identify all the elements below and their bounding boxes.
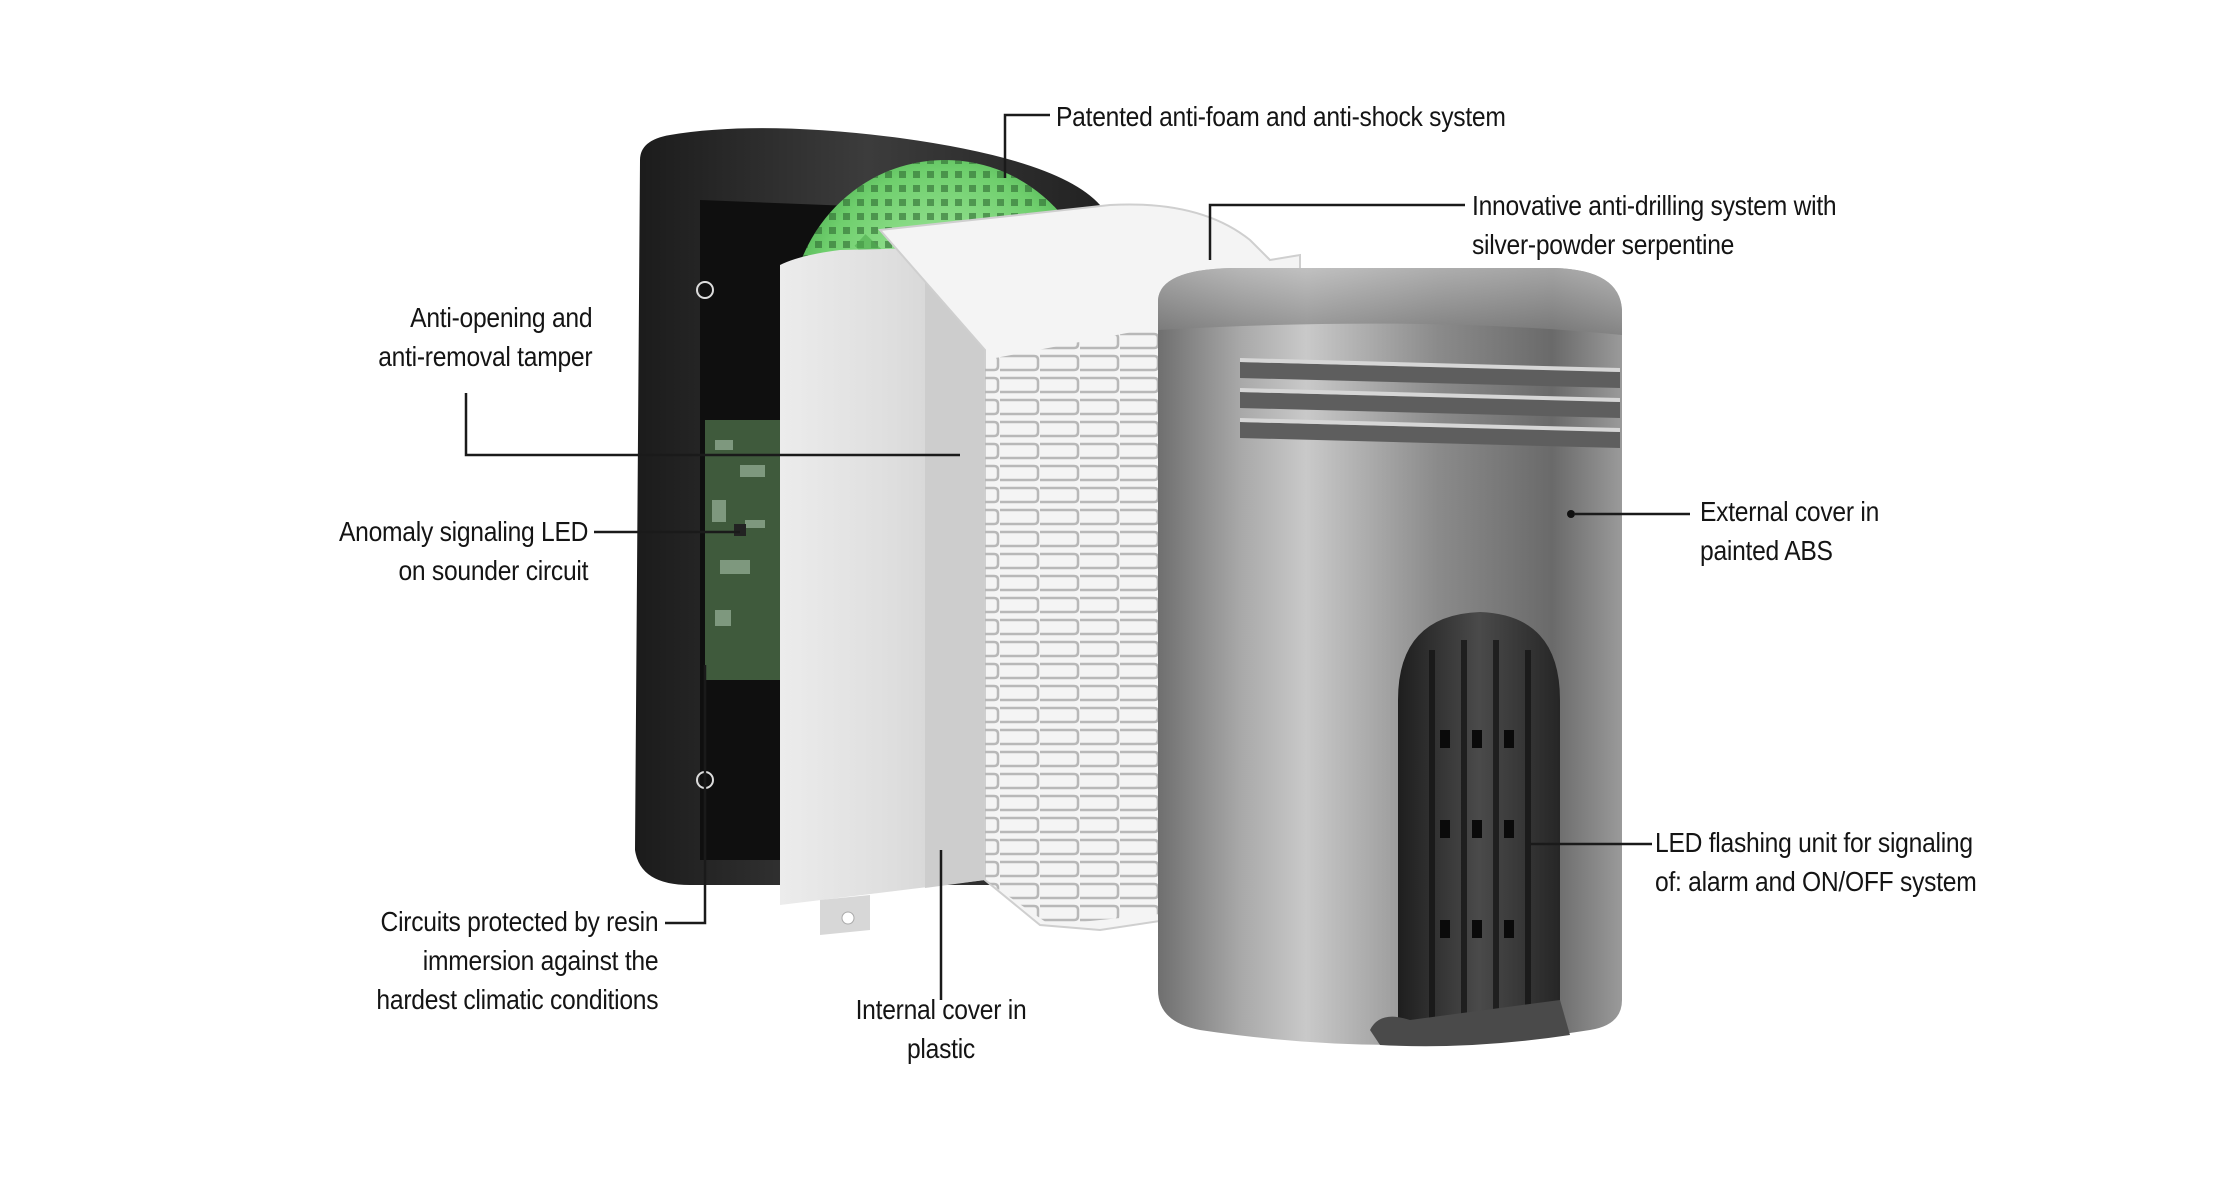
leader-anti-foam <box>1003 113 1050 178</box>
callout-resin-line-1: Circuits protected by resin <box>380 906 658 937</box>
led-flashing-unit <box>1370 612 1570 1047</box>
callout-anomaly-led-line-1: Anomaly signaling LED <box>338 516 588 547</box>
callout-led-flashing-line-2: of: alarm and ON/OFF system <box>1655 866 1977 897</box>
leader-anti-drilling <box>1208 203 1465 260</box>
callout-anomaly-led: Anomaly signaling LED on sounder circuit <box>339 512 588 590</box>
callout-anti-drilling-line-1: Innovative anti-drilling system with <box>1472 190 1837 221</box>
internal-cover <box>780 248 985 935</box>
callout-external-cover-line-2: painted ABS <box>1700 535 1833 566</box>
callout-anti-drilling: Innovative anti-drilling system with sil… <box>1472 186 1837 264</box>
callout-internal-cover-line-2: plastic <box>906 1033 975 1064</box>
callout-tamper-line-1: Anti-opening and <box>409 302 592 333</box>
leader-resin <box>665 665 707 925</box>
callout-anomaly-led-line-2: on sounder circuit <box>398 555 588 586</box>
callout-anti-foam-line-1: Patented anti-foam and anti-shock system <box>1056 101 1506 132</box>
callout-external-cover-line-1: External cover in <box>1700 496 1880 527</box>
callout-resin-line-3: hardest climatic conditions <box>376 984 658 1015</box>
leader-lines <box>464 113 1690 1000</box>
vent-slots <box>1240 362 1620 448</box>
callout-internal-cover: Internal cover in plastic <box>800 990 1082 1068</box>
callout-tamper: Anti-opening and anti-removal tamper <box>378 298 592 376</box>
callout-anti-drilling-line-2: silver-powder serpentine <box>1472 229 1735 260</box>
anomaly-led-icon <box>734 524 746 536</box>
callout-internal-cover-line-1: Internal cover in <box>855 994 1027 1025</box>
callout-led-flashing: LED flashing unit for signaling of: alar… <box>1655 823 1977 901</box>
callout-resin: Circuits protected by resin immersion ag… <box>376 902 658 1019</box>
callout-resin-line-2: immersion against the <box>422 945 659 976</box>
circuit-board <box>705 420 785 680</box>
callout-led-flashing-line-1: LED flashing unit for signaling <box>1655 827 1973 858</box>
external-cover-point <box>1567 510 1575 518</box>
callout-external-cover: External cover in painted ABS <box>1700 492 1879 570</box>
leader-tamper <box>464 393 960 457</box>
callout-anti-foam: Patented anti-foam and anti-shock system <box>1056 97 1506 136</box>
callout-tamper-line-2: anti-removal tamper <box>377 341 592 372</box>
